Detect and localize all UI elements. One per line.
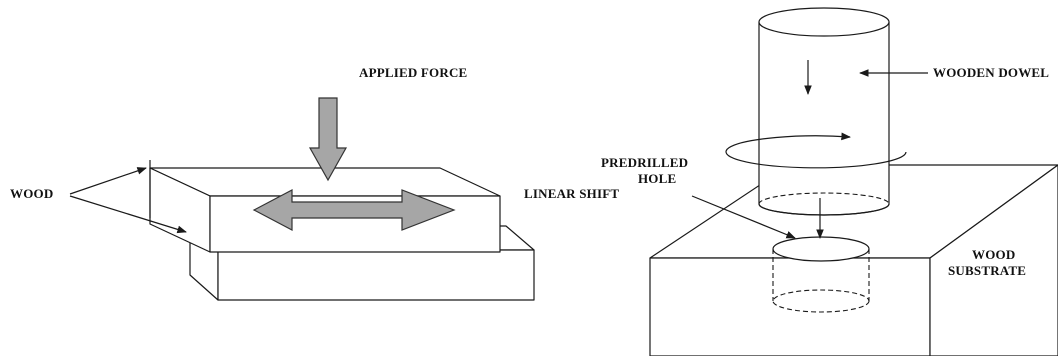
substrate-label-line1: WOOD — [972, 247, 1015, 262]
rotation-arrow — [725, 132, 907, 169]
linear-shift-arrow — [252, 189, 456, 231]
linear-welding-panel: APPLIED FORCE WOOD LINEAR SHIFT — [10, 65, 619, 301]
predrilled-hole-top — [772, 236, 870, 262]
wood-pointer-upper — [69, 167, 147, 195]
predrilled-hole-pointer — [691, 195, 796, 239]
wood-substrate-block — [649, 164, 1058, 356]
applied-force-arrow — [308, 97, 348, 182]
predrilled-label-line1: PREDRILLED — [601, 155, 688, 170]
wood-pointer-lower — [69, 195, 187, 234]
applied-force-label: APPLIED FORCE — [359, 65, 467, 80]
wood-label: WOOD — [10, 186, 53, 201]
predrilled-hole-hidden — [772, 249, 870, 313]
linear-shift-label: LINEAR SHIFT — [524, 186, 619, 201]
predrilled-label-line2: HOLE — [638, 171, 676, 186]
substrate-label-line2: SUBSTRATE — [948, 263, 1026, 278]
wooden-dowel-label: WOODEN DOWEL — [933, 65, 1049, 80]
rotary-dowel-panel: WOODEN DOWEL PREDRILLED HOLE WOOD SUBSTR… — [601, 7, 1058, 356]
wooden-dowel — [758, 7, 890, 216]
